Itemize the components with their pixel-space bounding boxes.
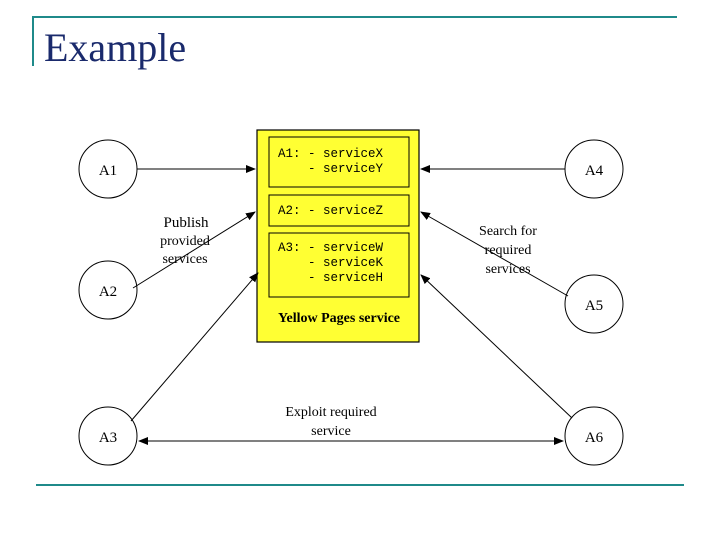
exploit-label: Exploit required service [285,405,376,439]
yellow-pages-title: Yellow Pages service [278,311,400,326]
agent-a1: A1 [78,139,138,199]
slide-title: Example [44,25,187,70]
publish-label-line1: Publish [163,215,209,231]
publish-label: Publish provided services [160,215,210,267]
publish-label-line3: services [162,252,207,267]
agent-a6-label: A6 [585,430,604,446]
exploit-label-line2: service [311,424,351,439]
agent-a2: A2 [78,260,138,320]
registry-entry-a1 [268,136,410,188]
arrow-a3-publish [130,272,259,422]
agent-a3: A3 [78,406,138,466]
left-accent-line [32,16,34,66]
search-label-line3: services [485,262,530,277]
agent-a6: A6 [564,406,624,466]
agent-a3-label: A3 [99,430,117,446]
arrow-a6-search [420,274,573,419]
registry-entry-a3 [268,232,410,298]
agent-a5-label: A5 [585,298,603,314]
agent-a1-label: A1 [99,163,117,179]
search-label: Search for required services [479,224,537,277]
agent-a4: A4 [564,139,624,199]
search-label-line2: required [485,243,532,258]
publish-label-line2: provided [160,234,210,249]
arrow-a2-publish [132,211,256,289]
bottom-accent-line [36,484,684,486]
entry-a3-line3: - serviceH [278,271,383,285]
yellow-pages-service: A1: - serviceX - serviceY A2: - serviceZ… [256,129,420,343]
search-label-line1: Search for [479,224,537,239]
agent-a2-label: A2 [99,284,117,300]
entry-a1-line2: - serviceY [278,162,384,176]
agent-a4-label: A4 [585,163,604,179]
entry-a3-line1: A3: - serviceW [278,241,384,255]
arrow-a5-search [420,211,569,297]
top-accent-line [32,16,677,18]
entry-a3-line2: - serviceK [278,256,384,270]
entry-a2-line1: A2: - serviceZ [278,204,384,218]
agent-a5: A5 [564,274,624,334]
entry-a1-line1: A1: - serviceX [278,147,384,161]
exploit-label-line1: Exploit required [285,405,376,420]
registry-entry-a2 [268,194,410,227]
